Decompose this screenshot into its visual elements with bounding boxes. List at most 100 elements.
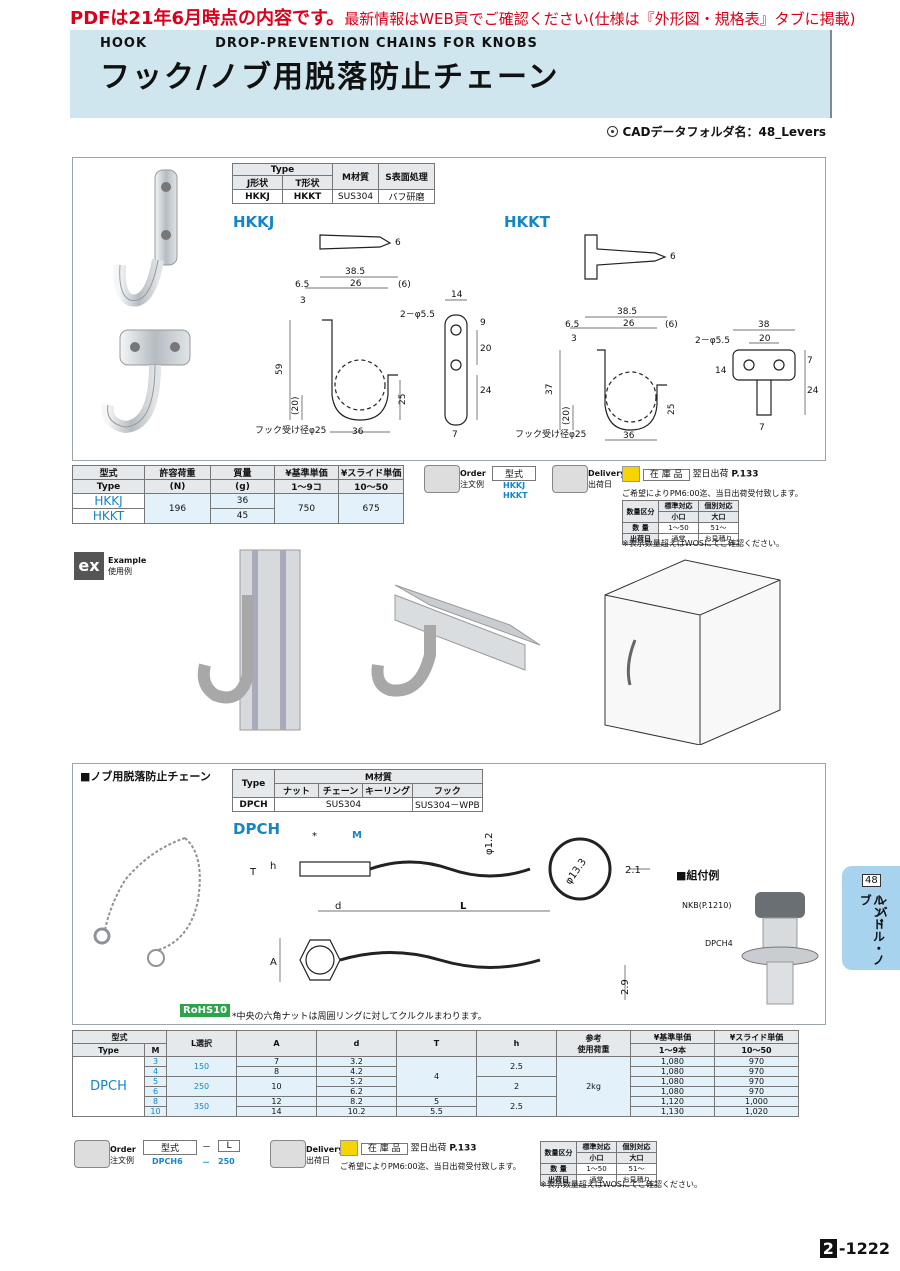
d2-h3b: 大口 [616, 1152, 657, 1164]
assembly-nkb: NKB(P.1210) [682, 901, 732, 910]
hkkt-receive-diameter: フック受け径φ25 [515, 428, 586, 440]
delivery1-label-en: Delivery [588, 469, 626, 478]
dpch-row-a: 10 [236, 1076, 317, 1097]
hkkt-top-view [584, 234, 667, 280]
hkkt-photo [101, 329, 191, 434]
delivery1-stock: 在 庫 品 翌日出荷 P.133 [622, 466, 759, 482]
order2-head: 型式 [143, 1140, 197, 1155]
price-h-base: ¥基準単価 [274, 465, 339, 480]
hkkj-dim-6: 6 [395, 238, 401, 248]
dpch-chain-front [339, 951, 541, 969]
dpch-h-base: ¥基準単価 [630, 1030, 715, 1044]
dpch-type: DPCH [72, 1056, 145, 1117]
hkkt-receive-circle [605, 371, 657, 423]
dpch-t4: 4 [396, 1056, 477, 1097]
page-title: フック/ノブ用脱落防止チェーン [100, 60, 560, 95]
hkkj-hole-2 [450, 359, 462, 371]
hook-panel [72, 157, 826, 461]
chain-col-keyring: キーリング [361, 783, 414, 798]
spec-j-code: HKKJ [232, 189, 283, 204]
hkkj-dim-3: 3 [300, 296, 306, 306]
dpch-A: A [270, 957, 277, 968]
price-h-type-en: Type [72, 479, 145, 494]
hkkt-dim-3: 3 [571, 334, 577, 344]
order1-head: 型式 [492, 466, 536, 481]
spec-t-label: T形状 [282, 175, 333, 190]
d2-r2: 出荷日 [540, 1174, 577, 1186]
category-side-tab[interactable]: 48 レバー ハンドル・ノブ [842, 866, 900, 970]
d1-h3b: 大口 [698, 511, 739, 523]
d1-h2: 標準対応 [658, 500, 699, 512]
hkkt-dim-26: 26 [623, 319, 635, 329]
dpch-d: d [335, 901, 341, 912]
cad-folder-text: CADデータフォルダ名：48_Levers [622, 125, 826, 139]
hkkj-receive-circle [334, 359, 386, 411]
delivery2-truck-icon [270, 1140, 306, 1168]
dpch-l350: 350 [166, 1096, 237, 1117]
order1-label-jp: 注文例 [460, 480, 484, 489]
spec-surface: バフ研磨 [378, 189, 435, 204]
dpch-nut-side [299, 861, 371, 877]
delivery2-stock: 在 庫 品 翌日出荷 P.133 [340, 1140, 477, 1156]
hkkj-drawing: 38.5 6.5 26 (6) 3 59 (20) 25 36 フック受け径φ2… [255, 234, 492, 440]
dpch-row-a: 8 [236, 1066, 317, 1077]
spec-j-label: J形状 [232, 175, 283, 190]
dpch-h-h: h [476, 1030, 557, 1057]
order2-v1: DPCH6 [152, 1157, 183, 1166]
dpch-h-type: 型式 [72, 1030, 167, 1044]
dpch-d21: 2.1 [625, 865, 641, 876]
dpch-row-slide: 970 [714, 1066, 799, 1077]
hkkj-dim-14: 14 [451, 290, 463, 300]
chain-mat2: SUS304－WPB [412, 797, 483, 812]
dpch-row-base: 1,080 [630, 1086, 715, 1097]
example-images [197, 549, 781, 745]
hkkj-dim-6p: (6) [398, 280, 411, 290]
hook-photos [101, 169, 191, 434]
dpch-row-a: 12 [236, 1096, 317, 1107]
cad-disc-icon [607, 126, 619, 137]
hkkt-dim-65: 6.5 [565, 320, 579, 330]
dpch-row-m: 8 [144, 1096, 167, 1107]
dpch-h-ref-1: 参考 [585, 1033, 602, 1043]
price-row1-mass: 36 [210, 493, 275, 509]
assembly-image [741, 892, 819, 1005]
dpch-h-m: M [144, 1043, 167, 1057]
stock-box-icon [622, 466, 640, 482]
order1-label-en: Order [460, 469, 486, 478]
chain-col-chain: チェーン [318, 783, 363, 798]
dpch-drawing-label: DPCH [233, 820, 281, 838]
hkkj-dim-20: (20) [291, 397, 301, 415]
chain-note: *中央の六角ナットは周囲リングに対してクルクルまわります。 [232, 1012, 487, 1022]
hkkt-dim-385: 38.5 [617, 307, 637, 317]
d2-r2b: お見積り [616, 1174, 657, 1186]
dpch-phi12: φ1.2 [484, 833, 495, 856]
dpch-h-l: L選択 [166, 1030, 237, 1057]
hkkt-stem [756, 380, 772, 416]
dpch-h-slide: ¥スライド単価 [714, 1030, 799, 1044]
order-phone-icon [424, 465, 460, 493]
hkkt-dim-7a: 7 [807, 356, 813, 366]
side-tab-line2: ハンドル・ノブ [858, 894, 886, 966]
dpch-row-m: 3 [144, 1056, 167, 1067]
d2-r1b: 51～ [616, 1163, 657, 1175]
dpch-l250: 250 [166, 1076, 237, 1097]
dpch-h-base-en: 1～9本 [630, 1043, 715, 1057]
title-bar [70, 30, 830, 118]
dpch-row-base: 1,080 [630, 1056, 715, 1067]
hkkj-side-view [444, 314, 468, 426]
spec-type-header: Type [232, 163, 333, 176]
dpch-L: L [460, 901, 467, 912]
dpch-row-slide: 1,000 [714, 1096, 799, 1107]
dpch-row-base: 1,130 [630, 1106, 715, 1117]
dpch-d29: 2.9 [620, 979, 631, 995]
hkkj-dim-20b: 20 [480, 344, 492, 354]
hkkj-dim-9: 9 [480, 318, 486, 328]
spec-material-header: M材質 [332, 163, 379, 190]
dpch-row-base: 1,120 [630, 1096, 715, 1107]
d1-r1b: 51～ [698, 522, 739, 534]
dpch-row-a: 7 [236, 1056, 317, 1067]
spec-surface-header: S表面処理 [378, 163, 435, 190]
hkkt-drawing: 38.5 6.5 26 (6) 3 37 (20) 25 36 フック受け径φ2… [515, 234, 819, 441]
side-tab-line1: レバー [874, 894, 889, 930]
